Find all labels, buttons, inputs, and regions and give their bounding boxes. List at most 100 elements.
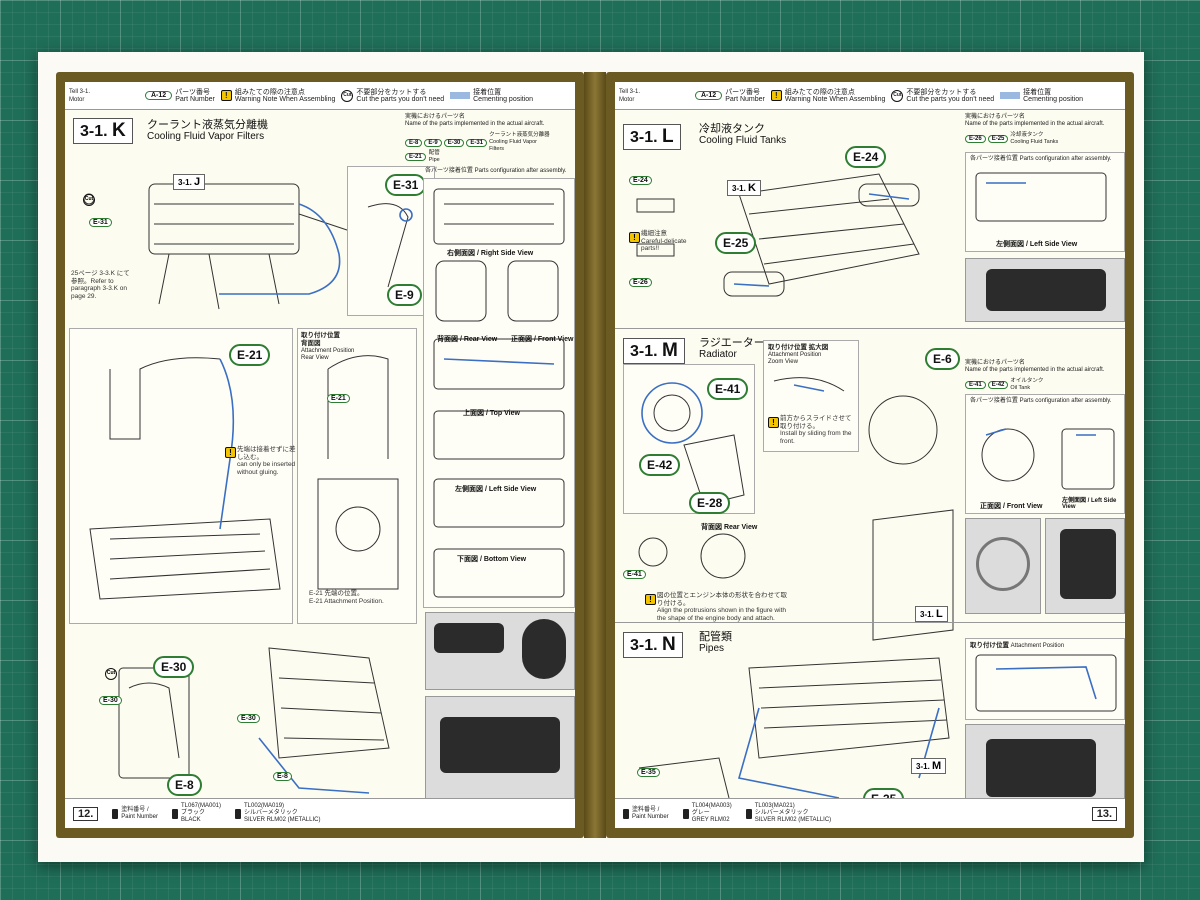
diagram-k-e21	[69, 328, 293, 624]
chip-e25: E-25	[987, 135, 1009, 143]
step-k-title-en: Cooling Fluid Vapor Filters	[147, 131, 265, 142]
legend-warn-jp: 組みたての際の注意点	[234, 88, 305, 96]
step-n-title-en: Pipes	[699, 643, 725, 654]
legend-warn-jp: 組みたての際の注意点	[784, 88, 855, 96]
e21-note-jp: E-21 先端の位置。	[309, 590, 364, 597]
chip-e8: E-8	[405, 138, 423, 147]
step-k-prefix: 3-1.	[80, 123, 108, 140]
legend-part-en: Part Number	[175, 95, 215, 103]
attach-jp: 取り付け位置	[301, 332, 340, 339]
slide-note: 前方からスライドさせて取り付ける。Install by sliding from…	[780, 415, 856, 445]
photo-engine-side	[425, 696, 575, 806]
actual-parts-jp: 実機におけるパーツ名	[965, 360, 1025, 366]
photo-engine-block	[986, 739, 1096, 797]
step-m-title-en: Radiator	[699, 349, 737, 360]
part-e24: E-24	[845, 146, 887, 168]
config-m: 各パーツ接着位置 Parts configuration after assem…	[965, 394, 1125, 514]
actual-parts-box-l: 実機におけるパーツ名 Name of the parts implemented…	[965, 114, 1125, 128]
view-left-side: 左側面図 / Left Side View	[1062, 498, 1117, 510]
attach-pos-n: 取り付け位置 Attachment Position	[965, 638, 1125, 720]
chip-e9: E-9	[424, 138, 442, 147]
zoom-en: Attachment Position	[768, 352, 822, 358]
view-top: 上面図 / Top View	[463, 410, 520, 417]
legend-cut-jp: 不要部分をカットする	[356, 88, 427, 96]
step-n-title-jp: 配管類	[699, 631, 732, 643]
divider	[615, 622, 1125, 623]
attach-jp: 取り付け位置	[970, 642, 1009, 649]
photo-engine-top	[425, 612, 575, 690]
paint-2-en: SILVER RLM02 (METALLIC)	[244, 817, 321, 823]
view-left-side: 左側面図 / Left Side View	[455, 486, 537, 493]
legend-cut-en: Cut the parts you don't need	[906, 95, 995, 103]
legend-warn-en: Warning Note When Assembling	[784, 95, 886, 103]
view-right-side: 右側面図 / Right Side View	[447, 250, 534, 257]
photo-engine-body	[440, 717, 560, 773]
actual-parts-name-en: Cooling Fluid Tanks	[1010, 139, 1059, 145]
actual-parts-name-en: Cooling Fluid Vapor Filters	[489, 139, 537, 152]
step-k-letter: K	[112, 120, 126, 141]
pipe-jp: 配管	[428, 150, 440, 156]
config-jp: 各パーツ接着位置	[425, 168, 473, 174]
step-k-title-jp: クーラント液蒸気分離機	[147, 119, 268, 131]
paint-1-code: TL004(MA003)	[691, 803, 732, 809]
page-number-left: 12.	[73, 806, 99, 821]
part-e30: E-30	[153, 656, 195, 678]
photo-oil-tank-ring	[976, 537, 1030, 591]
step-m-title: ラジエーター Radiator	[699, 338, 765, 361]
attach-header-n: 取り付け位置 Attachment Position	[970, 642, 1064, 650]
ref-m-letter: M	[932, 760, 942, 772]
zoom-jp: 取り付け位置 拡大図	[768, 344, 829, 351]
actual-parts-jp: 実機におけるパーツ名	[405, 114, 465, 120]
ref-note-3-3-k: 25ページ 3-3.K にて参照。Refer to paragraph 3-3.…	[71, 270, 130, 300]
part-e9: E-9	[387, 284, 422, 306]
ref-3-1-k: 3-1. K	[727, 180, 761, 196]
step-l-title-jp: 冷却液タンク	[699, 123, 765, 135]
paint-2-jp: シルバーメタリック	[754, 810, 809, 816]
attach-en: Attachment Position	[1010, 643, 1065, 649]
legend-cut-en: Cut the parts you don't need	[356, 95, 445, 103]
part-e6: E-6	[925, 348, 960, 370]
paint-1-jp: ブラック	[180, 810, 205, 816]
step-label-3-1-k: 3-1. K	[73, 118, 133, 144]
part-e24-small: E-24	[629, 176, 652, 185]
warning-icon: !	[645, 594, 656, 605]
warning-icon: !	[629, 232, 640, 243]
paint-2-code: TL002(MA019)	[244, 803, 285, 809]
chip-e26: E-26	[965, 135, 986, 143]
slide-en: Install by sliding from the front.	[780, 430, 852, 445]
part-e8-mini: E-8	[273, 772, 292, 781]
photo-engine-front	[522, 619, 566, 679]
actual-parts-box-m: 実機におけるパーツ名 Name of the parts implemented…	[965, 360, 1125, 374]
step-n-title: 配管類 Pipes	[699, 631, 732, 655]
paint-pot-icon	[112, 808, 119, 819]
view-rear: 背面図 / Rear View	[437, 336, 498, 343]
ref-k-letter: K	[748, 182, 756, 194]
booklet-gutter	[584, 72, 606, 838]
view-front: 正面図 / Front View	[980, 503, 1043, 510]
actual-parts-name-en: Oil Tank	[1010, 385, 1031, 391]
part-e30-mini: E-30	[237, 714, 260, 723]
legend-cement-en: Cementing position	[473, 95, 534, 103]
part-e31: E-31	[385, 174, 427, 196]
header-ref: Tell 3-1.Motor	[619, 88, 689, 104]
pipe-en: Pipe	[428, 157, 440, 163]
header-ref: Tell 3-1.Motor	[69, 88, 139, 104]
photo-cooling-tanks	[965, 258, 1125, 322]
actual-parts-jp: 実機におけるパーツ名	[965, 114, 1025, 120]
e21-note: E-21 先端の位置。E-21 Attachment Position.	[309, 590, 389, 605]
diagram-m-engine	[863, 340, 959, 680]
config-jp: 各パーツ接着位置	[970, 156, 1018, 162]
divider	[615, 328, 1125, 329]
step-m-letter: M	[662, 340, 678, 361]
